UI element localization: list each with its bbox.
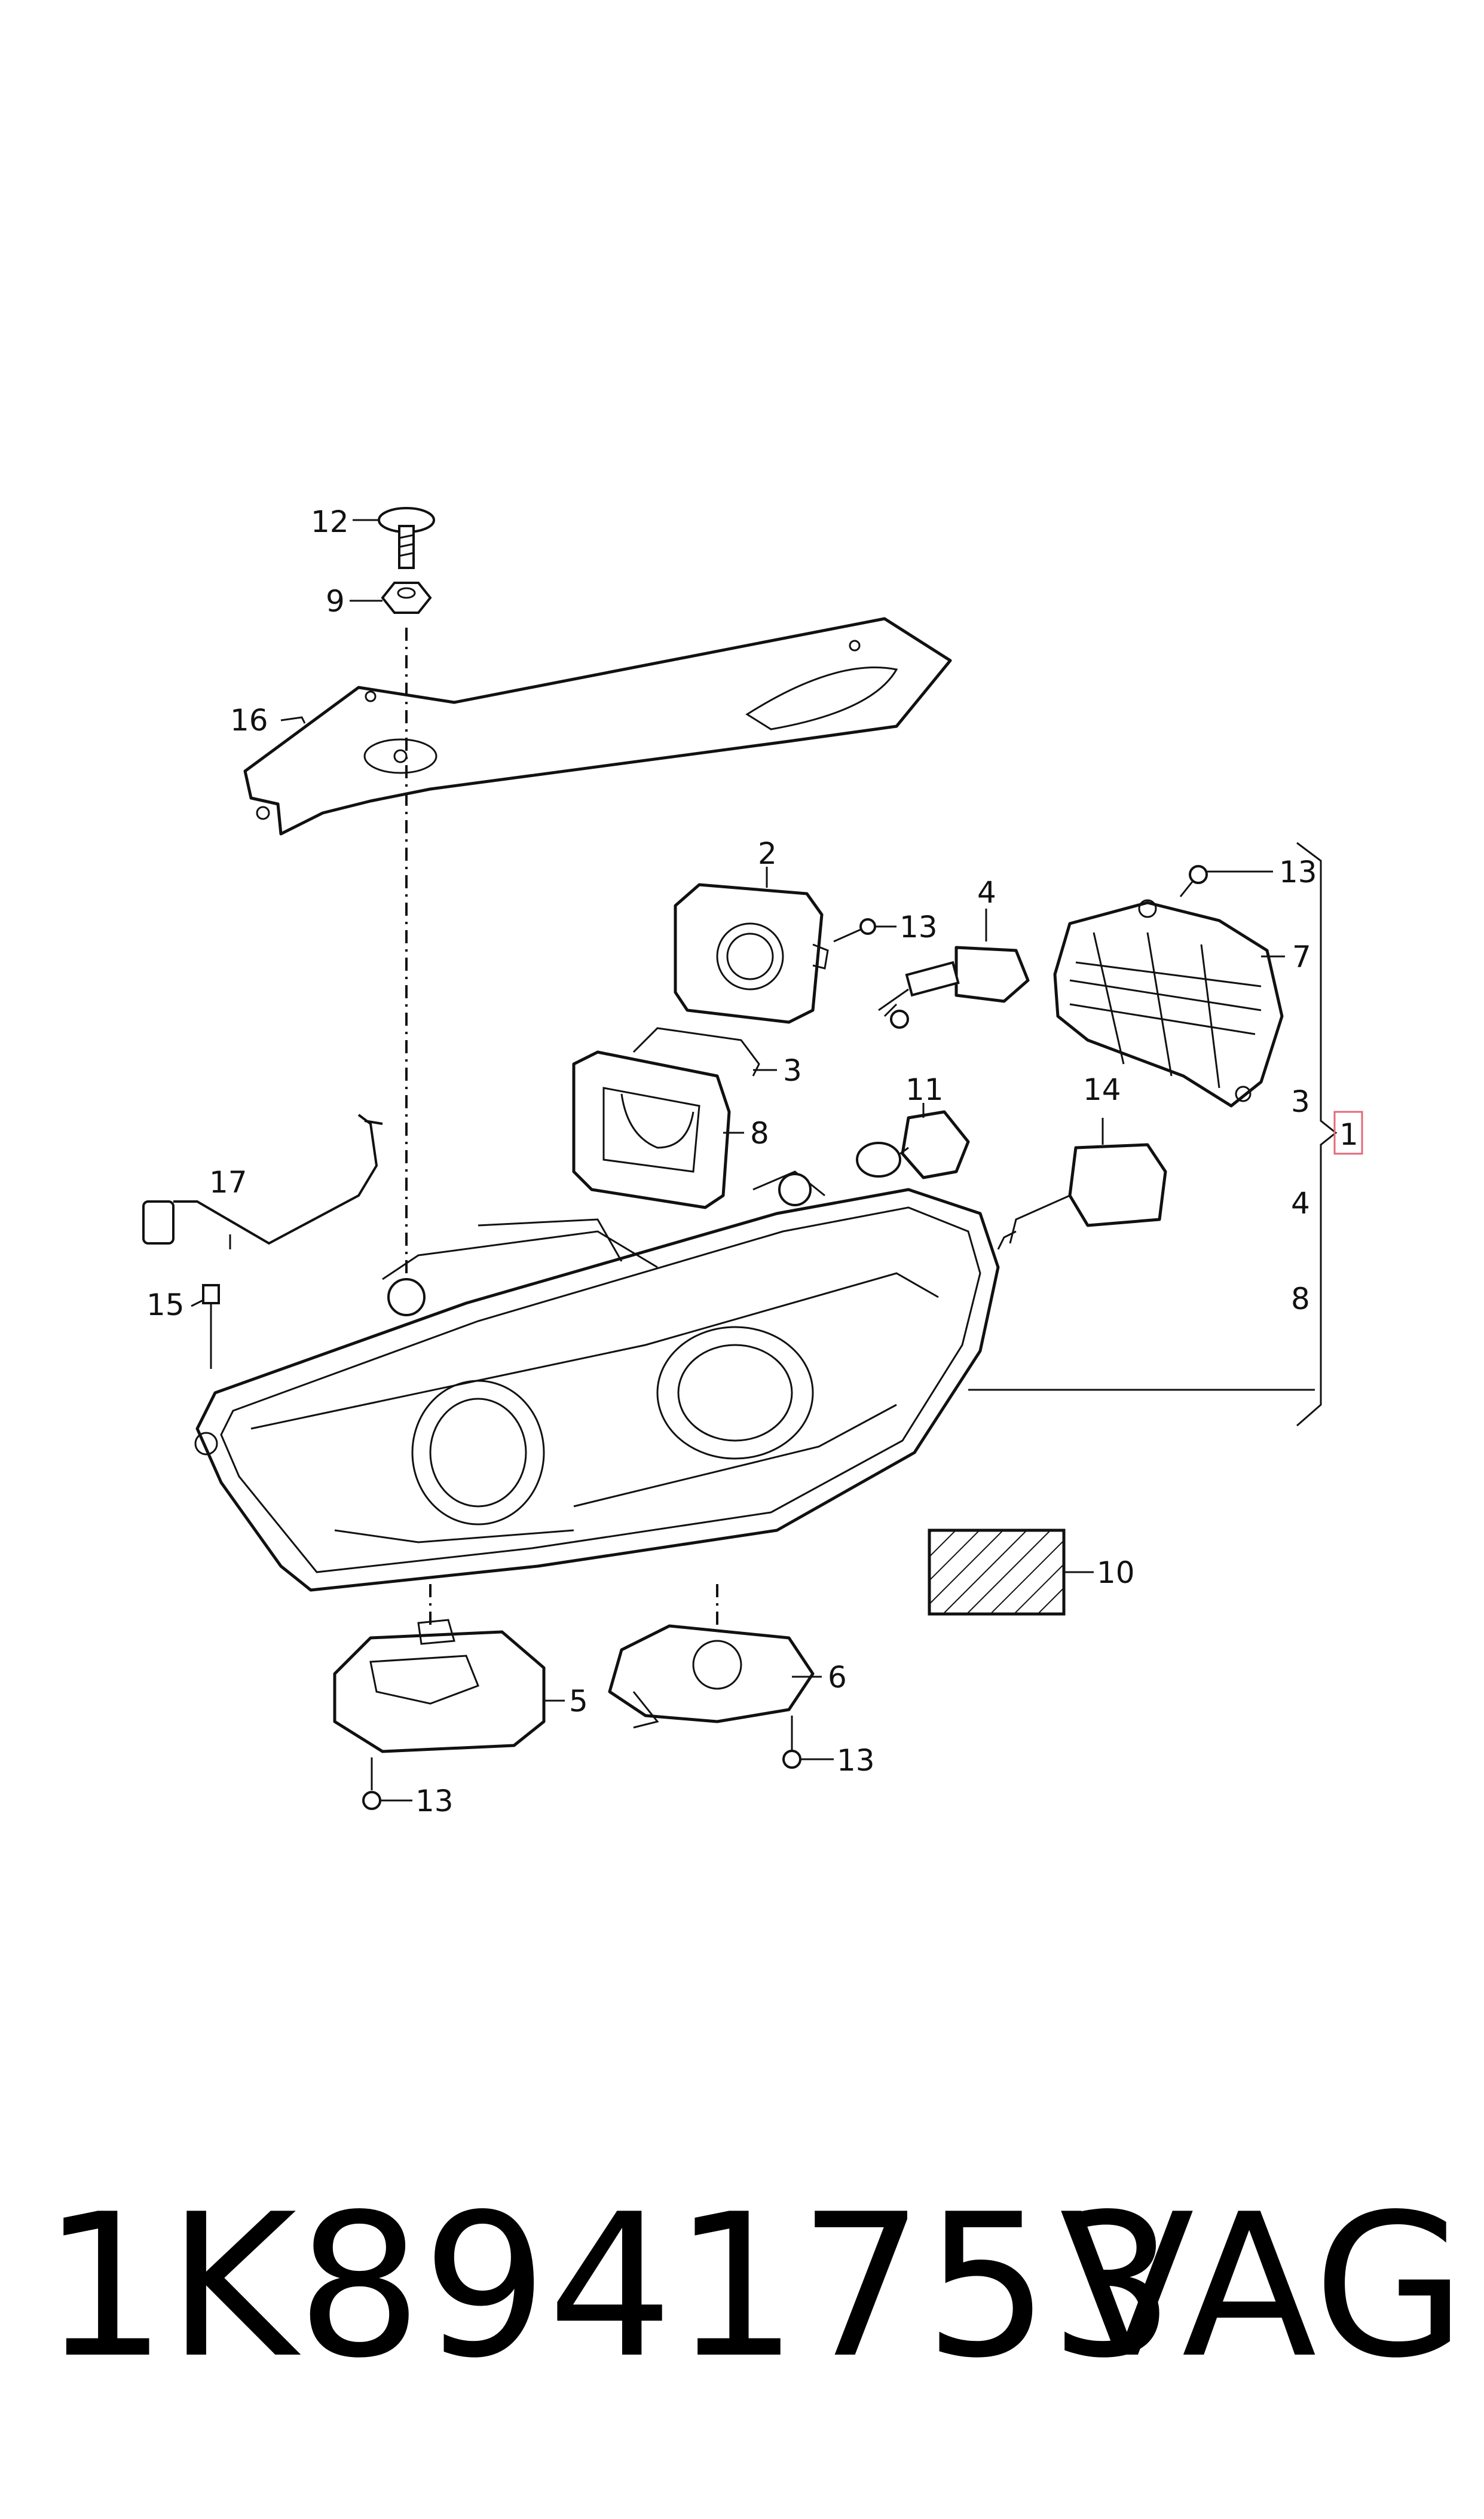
- callout-8-b: 8: [1291, 1282, 1310, 1316]
- callout-labels: 12 9 16 2 13 4 13 7 3 8 11 14 17 15 1 3 …: [146, 505, 1363, 1818]
- part-number: 1K8941753: [42, 2172, 1176, 2401]
- callout-4-b: 4: [1291, 1186, 1310, 1221]
- screw-13b: [1179, 865, 1208, 897]
- callout-14: 14: [1083, 1072, 1121, 1107]
- bulb-11: [856, 1110, 970, 1179]
- frame-8: [572, 1050, 731, 1209]
- parts-diagram: 12 9 16 2 13 4 13 7 3 8 11 14 17 15 1 3 …: [142, 505, 1363, 1818]
- callout-13-c: 13: [837, 1743, 875, 1778]
- callout-13-b: 13: [1279, 855, 1317, 889]
- callout-3-b: 3: [1291, 1084, 1310, 1119]
- igniter-6: [608, 1624, 815, 1729]
- label-10: [928, 1528, 1066, 1616]
- screw-13a: [833, 918, 876, 943]
- brand-name: VAG: [1059, 2172, 1466, 2401]
- callout-17: 17: [209, 1165, 247, 1200]
- screw-15: [202, 1284, 220, 1369]
- callout-3-a: 3: [783, 1053, 802, 1088]
- headlight-housing: [194, 1170, 1000, 1592]
- cable-17: [142, 1114, 383, 1245]
- callout-6: 6: [828, 1660, 847, 1695]
- screw-13c: [782, 1716, 801, 1769]
- callout-5: 5: [569, 1684, 588, 1719]
- callout-1: 1: [1339, 1117, 1358, 1152]
- control-unit-2: [674, 883, 829, 1024]
- xenon-bulb-14: [997, 1143, 1167, 1250]
- callout-16: 16: [230, 703, 268, 738]
- callout-13-d: 13: [415, 1784, 454, 1818]
- cover-7: [1053, 899, 1284, 1108]
- nut-9: [381, 582, 432, 614]
- bolt-12: [378, 507, 435, 569]
- callout-4: 4: [977, 875, 996, 910]
- callout-7: 7: [1292, 940, 1311, 974]
- leader-lines: [191, 519, 1338, 1802]
- callout-11: 11: [905, 1072, 944, 1107]
- footer: 1K8941753 VAG: [0, 2188, 1484, 2439]
- screw-13d: [362, 1757, 381, 1810]
- callout-1-box: [1333, 1111, 1363, 1155]
- wire-clip-3: [632, 1027, 760, 1077]
- callout-13-a: 13: [899, 910, 938, 944]
- callout-12: 12: [311, 505, 349, 539]
- callout-9: 9: [326, 584, 345, 619]
- callout-2: 2: [758, 836, 777, 871]
- mounting-bracket: [243, 617, 952, 836]
- ballast-5: [333, 1619, 546, 1753]
- bulb-4: [878, 946, 1030, 1029]
- callout-10: 10: [1097, 1555, 1135, 1590]
- callout-8-a: 8: [750, 1116, 769, 1151]
- callout-15: 15: [146, 1288, 185, 1322]
